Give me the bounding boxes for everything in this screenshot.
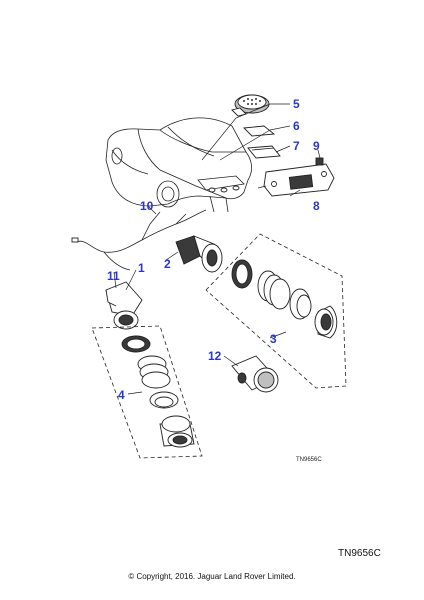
callout-8: 8 — [313, 199, 320, 213]
reference-code: TN9656C — [338, 548, 381, 559]
part-5-sounder — [231, 94, 270, 117]
callout-6: 6 — [293, 119, 300, 133]
callout-3: 3 — [270, 332, 277, 346]
part-8-module — [257, 163, 335, 197]
wiring-harness — [71, 209, 207, 271]
inner-reference-code: TN9656C — [296, 457, 322, 463]
part-2-connector — [175, 235, 223, 273]
part-1-sensor — [105, 281, 143, 330]
part-7-pad — [247, 145, 281, 159]
copyright-notice: © Copyright, 2016. Jaguar Land Rover Lim… — [128, 572, 296, 581]
callout-12: 12 — [208, 349, 222, 363]
part-12-cap — [231, 355, 279, 393]
callout-5: 5 — [293, 97, 300, 111]
callout-4: 4 — [118, 388, 125, 402]
leader-lines — [113, 103, 321, 395]
callout-9: 9 — [313, 139, 320, 153]
part-9-clip — [315, 157, 324, 166]
group-4-kit — [91, 325, 203, 459]
callout-2: 2 — [164, 257, 171, 271]
callouts: 1 2 3 4 5 6 7 8 9 10 11 12 — [107, 97, 320, 402]
group-3-kit — [205, 233, 347, 389]
callout-10: 10 — [140, 199, 154, 213]
callout-7: 7 — [293, 139, 300, 153]
callout-1: 1 — [138, 261, 145, 275]
callout-11: 11 — [107, 269, 120, 283]
part-6-pad — [243, 125, 276, 137]
car-illustration — [105, 117, 252, 213]
